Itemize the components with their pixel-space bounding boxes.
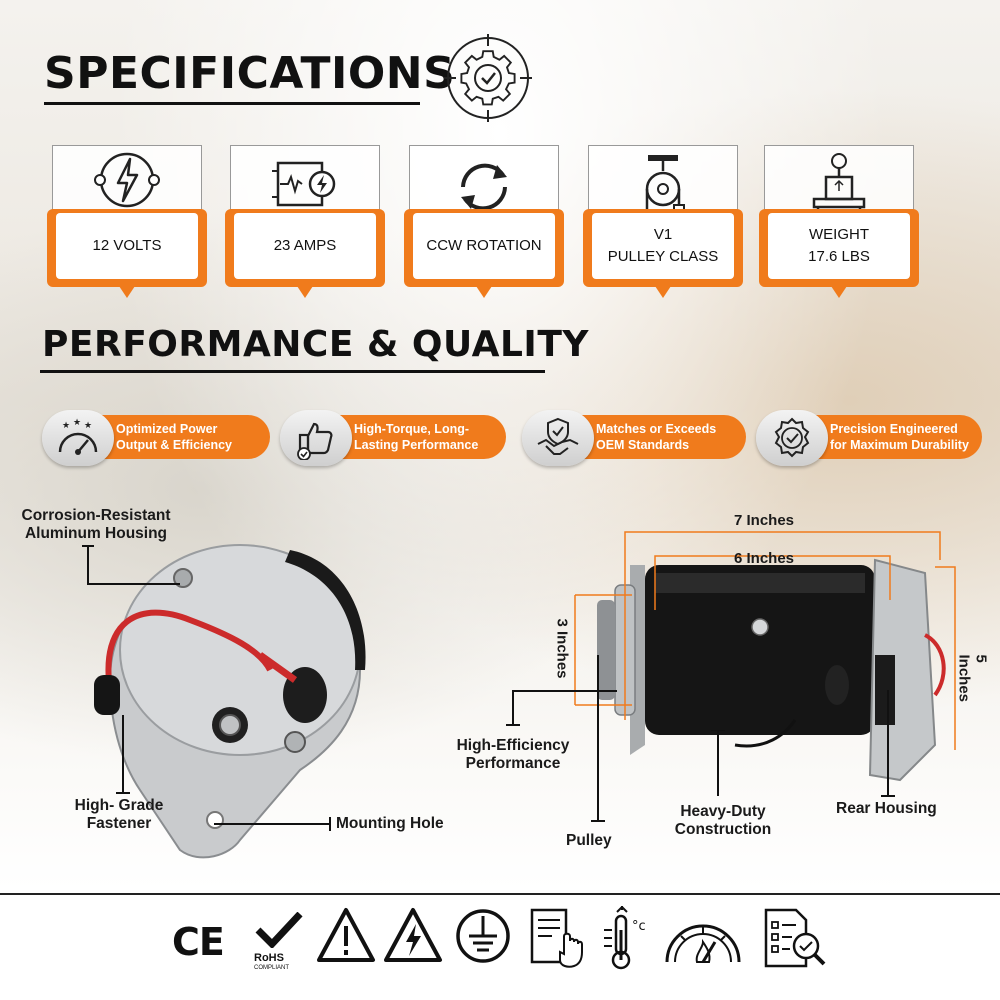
callout-fastener-line2: Fastener bbox=[86, 815, 152, 832]
callout-leader-pulley bbox=[591, 655, 605, 822]
rohs-compliant-icon: RoHS COMPLIANT bbox=[254, 911, 304, 972]
spec-pulley-line2: PULLEY CLASS bbox=[607, 248, 719, 265]
feature-precision-engineered: Precision Engineered for Maximum Durabili… bbox=[756, 410, 982, 466]
spec-pulley-line1: V1 bbox=[653, 226, 673, 243]
callout-leader-fastener bbox=[116, 715, 130, 794]
handshake-shield-icon bbox=[537, 417, 579, 455]
inspection-report-icon bbox=[764, 908, 826, 968]
feature-power-line2: Output & Efficiency bbox=[116, 438, 232, 452]
svg-text:°c: °c bbox=[632, 919, 646, 934]
warning-icon bbox=[317, 908, 375, 962]
callout-mounting-hole: Mounting Hole bbox=[336, 815, 444, 832]
rohs-label: RoHS bbox=[254, 952, 284, 964]
feature-power-line1: Optimized Power bbox=[116, 422, 218, 436]
spec-amperage-label: 23 AMPS bbox=[273, 237, 337, 254]
generator-side-view bbox=[597, 558, 946, 782]
spec-card-rotation: CCW ROTATION bbox=[404, 145, 564, 298]
spec-rotation-label: CCW ROTATION bbox=[426, 237, 542, 254]
dimension-5-inches: 5 Inches bbox=[955, 654, 990, 703]
title-underline bbox=[44, 102, 420, 105]
feature-high-torque: High-Torque, Long- Lasting Performance bbox=[280, 410, 506, 466]
callout-leader-construction bbox=[711, 730, 725, 796]
ce-mark-icon: CE bbox=[172, 920, 225, 964]
speedometer-icon: ★ ★ ★ bbox=[58, 417, 98, 455]
callout-high-efficiency: High-Efficiency Performance bbox=[446, 737, 580, 773]
ground-icon bbox=[456, 909, 510, 963]
rotation-icon bbox=[461, 163, 507, 211]
spec-card-voltage: 12 VOLTS bbox=[47, 145, 207, 298]
scale-icon bbox=[812, 153, 866, 215]
callout-heavy-duty-construction: Heavy-Duty Construction bbox=[664, 803, 782, 839]
callout-fastener-line1: High- Grade bbox=[74, 797, 164, 814]
svg-text:★: ★ bbox=[62, 420, 70, 430]
callout-pulley: Pulley bbox=[566, 832, 612, 849]
dimension-6-inches: 6 Inches bbox=[734, 550, 795, 567]
spec-card-amperage: 23 AMPS bbox=[225, 145, 385, 298]
voltage-icon bbox=[94, 152, 160, 208]
amperage-icon bbox=[272, 161, 336, 207]
callout-high-grade-fastener: High- Grade Fastener bbox=[60, 797, 178, 833]
callout-housing-line2: Aluminum Housing bbox=[24, 525, 168, 542]
feature-precision-line1: Precision Engineered bbox=[830, 422, 958, 436]
callout-efficiency-line2: Performance bbox=[465, 755, 561, 772]
dimension-3-inches: 3 Inches bbox=[553, 618, 571, 679]
callout-efficiency-line1: High-Efficiency bbox=[456, 737, 570, 754]
feature-precision-line2: for Maximum Durability bbox=[830, 438, 969, 452]
title-underline bbox=[40, 370, 545, 373]
callout-leader-housing bbox=[82, 545, 180, 585]
callout-housing-line1: Corrosion-Resistant bbox=[21, 507, 171, 524]
svg-text:★: ★ bbox=[84, 420, 92, 430]
feature-oem-line1: Matches or Exceeds bbox=[596, 422, 717, 436]
spec-voltage-label: 12 VOLTS bbox=[92, 237, 162, 254]
svg-text:★: ★ bbox=[73, 417, 81, 427]
callout-construction-line2: Construction bbox=[674, 821, 772, 838]
feature-oem-line2: OEM Standards bbox=[596, 438, 690, 452]
manual-icon bbox=[530, 908, 583, 968]
generator-rear-view bbox=[94, 544, 366, 859]
spec-card-pulley: V1 PULLEY CLASS bbox=[583, 145, 743, 298]
feature-torque-line2: Lasting Performance bbox=[354, 438, 479, 452]
high-voltage-icon bbox=[384, 908, 442, 962]
callout-rear-housing: Rear Housing bbox=[836, 800, 937, 817]
quality-badge-icon bbox=[774, 417, 810, 458]
callout-aluminum-housing: Corrosion-Resistant Aluminum Housing bbox=[10, 507, 182, 543]
rohs-compliant-label: COMPLIANT bbox=[254, 965, 290, 971]
temperature-icon: °c bbox=[604, 906, 646, 970]
spec-weight-line2: 17.6 LBS bbox=[808, 248, 870, 265]
gauge-icon bbox=[665, 924, 741, 963]
spec-card-weight: WEIGHT 17.6 LBS bbox=[759, 145, 919, 298]
dimension-7-inches: 7 Inches bbox=[734, 512, 795, 529]
dimension-lines bbox=[574, 531, 956, 750]
callout-leader-rear-housing bbox=[881, 690, 895, 797]
thumbs-up-icon bbox=[297, 422, 333, 460]
feature-torque-line1: High-Torque, Long- bbox=[354, 422, 470, 436]
specifications-title: SPECIFICATIONS bbox=[44, 48, 456, 99]
footer-divider bbox=[0, 893, 1000, 895]
callout-leader-mounting-hole bbox=[214, 817, 331, 831]
gear-check-icon bbox=[444, 34, 532, 122]
spec-weight-line1: WEIGHT bbox=[809, 226, 869, 243]
callout-leader-efficiency bbox=[506, 690, 617, 726]
performance-title: PERFORMANCE & QUALITY bbox=[42, 324, 589, 365]
callout-construction-line1: Heavy-Duty bbox=[680, 803, 766, 820]
